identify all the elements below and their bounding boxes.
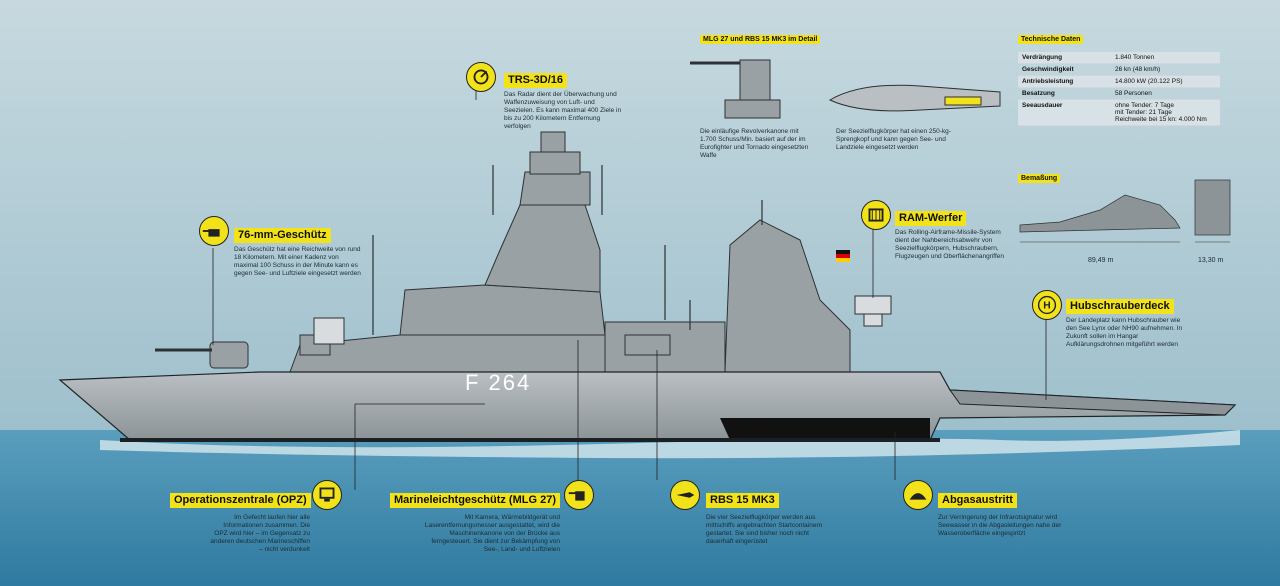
gun-76mm <box>155 341 249 369</box>
heli-text: Der Landeplatz kann Hubschrauber wie den… <box>1066 317 1183 348</box>
tech-header: Technische Daten <box>1018 35 1084 44</box>
tech-row-key: Seeausdauer <box>1018 99 1111 126</box>
mlg27-detail-drawing <box>690 59 781 119</box>
mlg-text: Mit Kamera, Wärmebildgerät und Laserentf… <box>424 514 560 553</box>
tech-row-key: Besatzung <box>1018 87 1111 100</box>
cannon-icon <box>199 216 229 246</box>
gun76-label: 76-mm-Geschütz Das Geschütz hat eine Rei… <box>234 225 364 278</box>
detail-mlg-text: Die einläufige Revolverkanone mit 1.700 … <box>700 128 809 159</box>
tech-row-key: Antriebsleistung <box>1018 75 1111 88</box>
computer-icon <box>312 480 342 510</box>
gun76-title: 76-mm-Geschütz <box>234 228 331 243</box>
launcher-icon <box>861 200 891 230</box>
tech-row-value: 1.840 Tonnen <box>1111 52 1220 64</box>
ram-label: RAM-Werfer Das Rolling-Airframe-Missile-… <box>895 208 1013 261</box>
helicopter-deck <box>948 389 1237 416</box>
dims-header: Bemaßung <box>1018 167 1061 185</box>
tech-row-value: 14.800 kW (20.122 PS) <box>1111 75 1220 88</box>
abgas-label: Abgasaustritt Zur Verringerung der Infra… <box>938 490 1068 538</box>
abgas-text: Zur Verringerung der Infrarotsignatur wi… <box>938 514 1062 537</box>
exhaust-icon <box>903 480 933 510</box>
tech-row-value: 58 Personen <box>1111 87 1220 100</box>
detail-header: MLG 27 und RBS 15 MK3 im Detail <box>700 28 821 46</box>
opz-title: Operationszentrale (OPZ) <box>170 493 311 508</box>
gun76-text: Das Geschütz hat eine Reichweite von run… <box>234 246 361 277</box>
rbs-label: RBS 15 MK3 Die vier Seezielflugkörper we… <box>706 490 836 546</box>
helipad-icon: H <box>1032 290 1062 320</box>
dimension-silhouettes <box>1019 179 1231 236</box>
dims-length: 89,49 m <box>1088 257 1114 264</box>
heli-label: Hubschrauberdeck Der Landeplatz kann Hub… <box>1066 296 1186 349</box>
tech-row-value: 26 kn (48 km/h) <box>1111 63 1220 76</box>
german-flag <box>836 250 850 262</box>
mlg-label: Marineleichtgeschütz (MLG 27) Mit Kamera… <box>388 490 560 554</box>
trs-text: Das Radar dient der Überwachung und Waff… <box>504 91 622 130</box>
opz-label: Operationszentrale (OPZ) Im Gefecht lauf… <box>170 490 311 554</box>
opz-text: Im Gefecht laufen hier alle Informatione… <box>210 514 310 553</box>
waterline-black <box>720 418 930 440</box>
detail-rbs-text: Der Seezielflugkörper hat einen 250-kg-S… <box>836 128 951 151</box>
rbs-text: Die vier Seezielflugkörper werden aus mi… <box>706 514 823 545</box>
hull-number: F 264 <box>465 370 532 395</box>
leader-lines <box>212 88 1047 490</box>
tech-row-key: Verdrängung <box>1018 52 1111 64</box>
wake <box>100 430 1240 459</box>
ram-title: RAM-Werfer <box>895 211 967 226</box>
trs-label: TRS-3D/16 Das Radar dient der Überwachun… <box>504 70 624 131</box>
mlg-title: Marineleichtgeschütz (MLG 27) <box>390 493 560 508</box>
rbs-title: RBS 15 MK3 <box>706 493 779 508</box>
superstructure <box>289 131 851 373</box>
masts <box>372 165 763 335</box>
tech-row-value: ohne Tender: 7 Tage mit Tender: 21 Tage … <box>1111 99 1220 126</box>
tech-row-key: Geschwindigkeit <box>1018 63 1111 76</box>
ram-text: Das Rolling-Airframe-Missile-System dien… <box>895 229 1005 260</box>
rbs15-detail-drawing <box>828 84 1001 112</box>
dims-beam: 13,30 m <box>1198 257 1224 264</box>
trs-title: TRS-3D/16 <box>504 73 568 88</box>
radar-icon <box>466 62 496 92</box>
forward-radar <box>313 317 345 345</box>
ram-launcher <box>854 295 892 327</box>
missile-icon <box>670 480 700 510</box>
abgas-title: Abgasaustritt <box>938 493 1017 508</box>
heli-title: Hubschrauberdeck <box>1066 299 1174 314</box>
svg-text:H: H <box>1043 301 1050 312</box>
turret-icon <box>564 480 594 510</box>
hull-waterline <box>120 438 940 442</box>
